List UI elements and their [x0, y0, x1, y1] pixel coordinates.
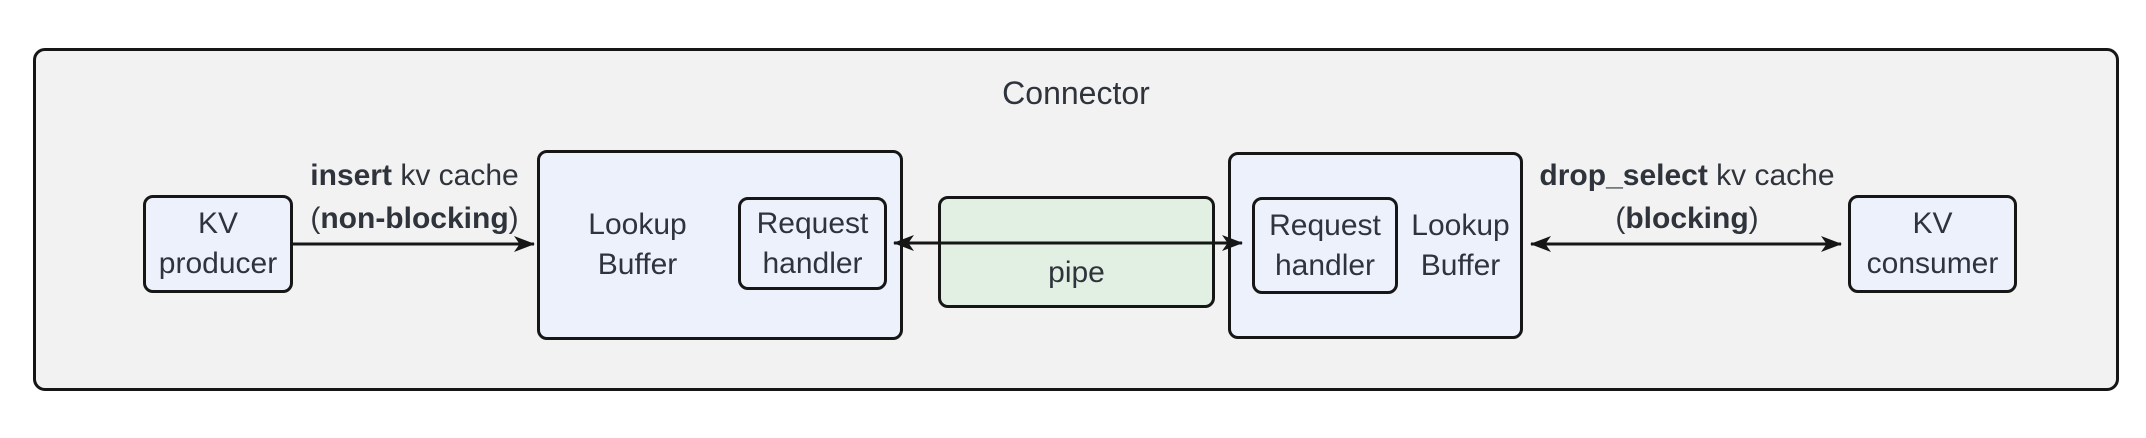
- edge-label-insert-line1: insert kv cache: [293, 154, 536, 197]
- lookup-buffer-right-label: Lookup Buffer: [1398, 152, 1523, 339]
- edge-label-insert: insert kv cache (non-blocking): [293, 154, 536, 240]
- pipe-label: pipe: [1048, 256, 1105, 289]
- edge-label-insert-mode: non-blocking: [320, 202, 509, 235]
- request-handler-left-label-line2: handler: [762, 246, 863, 280]
- edge-label-insert-paren-close: ): [508, 202, 519, 235]
- kv-producer-label-line2: producer: [158, 247, 278, 280]
- edge-label-drop-select: drop_select kv cache (blocking): [1527, 154, 1847, 240]
- request-handler-right-label-line2: handler: [1274, 248, 1376, 282]
- edge-label-insert-paren-open: (: [310, 202, 321, 235]
- kv-producer-label-line1: KV: [197, 207, 239, 240]
- edge-label-drop-select-bold: drop_select: [1539, 159, 1708, 192]
- node-request-handler-right: Request handler: [1252, 197, 1398, 294]
- kv-consumer-label-line2: consumer: [1866, 247, 1999, 280]
- edge-label-drop-select-line2: (blocking): [1527, 197, 1847, 240]
- lookup-buffer-left-label-line1: Lookup: [588, 208, 687, 241]
- request-handler-right-label-line1: Request: [1269, 208, 1381, 242]
- edge-label-drop-select-paren-close: ): [1748, 202, 1759, 235]
- edge-label-drop-select-line1: drop_select kv cache: [1527, 154, 1847, 197]
- kv-consumer-label-line1: KV: [1912, 207, 1953, 240]
- edge-label-insert-line2: (non-blocking): [293, 197, 536, 240]
- lookup-buffer-right-label-line2: Buffer: [1420, 248, 1501, 282]
- request-handler-left-label-line1: Request: [756, 206, 869, 240]
- lookup-buffer-right-label-line1: Lookup: [1411, 208, 1510, 242]
- lookup-buffer-left-label: Lookup Buffer: [537, 150, 738, 340]
- node-request-handler-left: Request handler: [738, 197, 887, 290]
- node-kv-consumer: KV consumer: [1848, 195, 2017, 293]
- edge-label-drop-select-paren-open: (: [1615, 202, 1626, 235]
- node-pipe: pipe: [938, 196, 1215, 308]
- diagram-title: Connector: [1002, 75, 1150, 111]
- edge-label-drop-select-rest: kv cache: [1707, 159, 1835, 192]
- edge-label-insert-bold: insert: [310, 159, 392, 192]
- edge-label-drop-select-mode: blocking: [1625, 202, 1749, 235]
- node-kv-producer: KV producer: [143, 195, 293, 293]
- edge-label-insert-rest: kv cache: [391, 159, 519, 192]
- lookup-buffer-left-label-line2: Buffer: [597, 248, 678, 281]
